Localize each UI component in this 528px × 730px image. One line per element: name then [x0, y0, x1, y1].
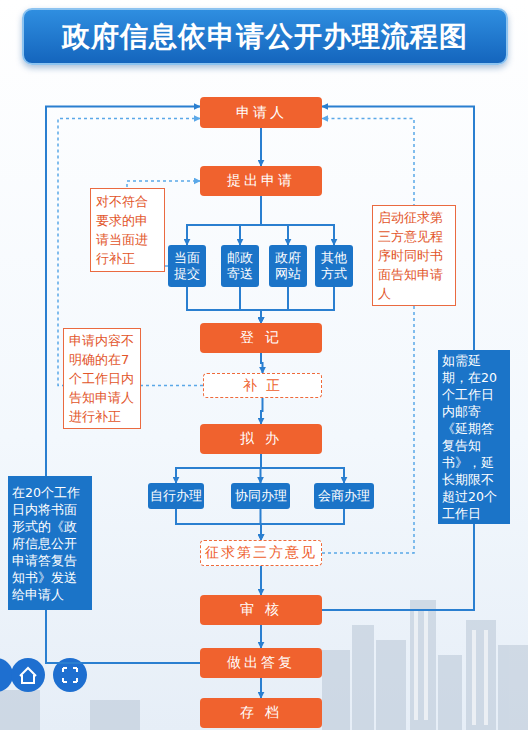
note-box: 在20个工作日内将书面形式的《政府信息公开申请答复告知书》发送给申请人	[8, 476, 92, 610]
node-text: 提出申请	[227, 172, 295, 190]
note-box: 如需延期，在20个工作日内邮寄《延期答复告知书》，延长期限不超过20个工作日	[438, 350, 510, 524]
flow-arrow	[260, 678, 262, 698]
node-text: 邮政寄送	[223, 250, 257, 282]
flow-arrow	[260, 566, 262, 595]
process-box: 做出答复	[200, 648, 322, 678]
node-text: 存 档	[240, 704, 281, 722]
process-box: 拟 办	[200, 424, 322, 454]
note-box: 对不符合要求的申请当面进行补正	[90, 188, 165, 272]
flow-arrow	[261, 287, 334, 323]
note-box: 申请内容不明确的在7个工作日内告知申请人进行补正	[63, 328, 141, 429]
note-box: 启动征求第三方意见程序时同时书面告知申请人	[372, 205, 456, 306]
channel-box: 当面提交	[168, 245, 206, 287]
flow-arrow	[260, 128, 262, 166]
flow-arrow	[261, 454, 344, 483]
node-text: 申请人	[236, 104, 287, 122]
node-text: 做出答复	[227, 654, 295, 672]
node-text: 征求第三方意见	[205, 544, 317, 562]
flow-arrow	[261, 287, 288, 323]
node-text: 政府网站	[271, 250, 305, 282]
flow-arrow	[261, 509, 344, 540]
node-text: 启动征求第三方意见程序时同时书面告知申请人	[378, 208, 450, 303]
flow-arrow	[176, 454, 261, 483]
flow-arrow	[261, 353, 263, 373]
node-text: 协同办理	[235, 488, 287, 504]
process-box: 登 记	[200, 323, 322, 353]
flow-arrow	[260, 625, 262, 648]
channel-box: 其他方式	[315, 245, 353, 287]
handling-box: 会商办理	[314, 483, 374, 509]
title-banner: 政府信息依申请公开办理流程图	[22, 8, 508, 65]
node-text: 补 正	[243, 377, 281, 395]
node-text: 登 记	[240, 329, 281, 347]
optional-step: 征求第三方意见	[200, 540, 322, 566]
node-text: 在20个工作日内将书面形式的《政府信息公开申请答复告知书》发送给申请人	[12, 484, 88, 603]
flow-arrow	[261, 398, 263, 424]
process-box: 申请人	[200, 97, 322, 128]
flow-arrow	[187, 196, 261, 245]
node-text: 会商办理	[318, 488, 370, 504]
process-box: 提出申请	[200, 166, 322, 196]
optional-step: 补 正	[203, 373, 322, 398]
node-text: 其他方式	[317, 250, 351, 282]
flow-arrow	[261, 196, 334, 245]
handling-box: 自行办理	[148, 483, 204, 509]
flow-arrow	[240, 287, 261, 323]
node-text: 审 核	[240, 601, 281, 619]
flow-arrow	[240, 196, 261, 245]
flow-arrow	[187, 287, 261, 323]
channel-box: 政府网站	[269, 245, 307, 287]
process-box: 审 核	[200, 595, 322, 625]
process-box: 存 档	[200, 698, 322, 728]
node-text: 如需延期，在20个工作日内邮寄《延期答复告知书》，延长期限不超过20个工作日	[442, 352, 506, 522]
node-text: 申请内容不明确的在7个工作日内告知申请人进行补正	[69, 331, 135, 426]
node-text: 对不符合要求的申请当面进行补正	[96, 192, 159, 268]
node-text: 自行办理	[150, 488, 202, 504]
channel-box: 邮政寄送	[221, 245, 259, 287]
node-text: 当面提交	[170, 250, 204, 282]
flow-arrow	[176, 509, 261, 540]
handling-box: 协同办理	[231, 483, 290, 509]
flow-arrow	[261, 196, 288, 245]
node-text: 拟 办	[240, 430, 281, 448]
